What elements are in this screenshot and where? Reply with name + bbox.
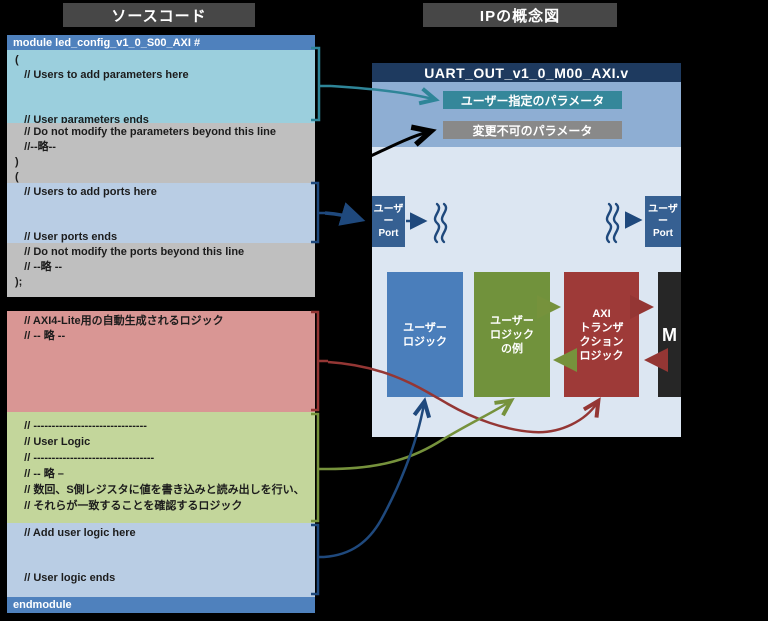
module-declaration-bar: module led_config_v1_0_S00_AXI # <box>7 35 315 50</box>
user-parameter-label: ユーザー指定のパラメータ <box>443 91 622 109</box>
fixed-parameter-label: 変更不可のパラメータ <box>443 121 622 139</box>
ip-diagram-header: IPの概念図 <box>423 3 617 27</box>
user-ports-arrow <box>324 202 366 226</box>
code-block-user-logic-example: // ------------------------------- // Us… <box>7 412 315 523</box>
endmodule-bar: endmodule <box>7 597 315 613</box>
code-block-user-logic: // Add user logic here // User logic end… <box>7 523 315 597</box>
code-block-user-ports: // Users to add ports here // User ports… <box>7 183 315 243</box>
user-port-right: ユーザー Port <box>645 196 681 247</box>
code-block-fixed-ports: // Do not modify the ports beyond this l… <box>7 243 315 297</box>
user-logic-block: ユーザー ロジック <box>387 272 463 397</box>
user-logic-example-block: ユーザー ロジック の例 <box>474 272 550 397</box>
code-block-fixed-parameters: // Do not modify the parameters beyond t… <box>7 123 315 183</box>
ip-file-title: UART_OUT_v1_0_M00_AXI.v <box>372 63 681 82</box>
m-axi-block: M <box>658 272 681 397</box>
axi-transaction-logic-block: AXI トランザ クション ロジック <box>564 272 639 397</box>
user-port-left: ユーザー Port <box>372 196 405 247</box>
source-code-header: ソースコード <box>63 3 255 27</box>
code-block-user-parameters: ( // Users to add parameters here // Use… <box>7 50 315 123</box>
code-block-axi-generated-logic: // AXI4-Lite用の自動生成されるロジック // -- 略 -- <box>7 311 315 412</box>
